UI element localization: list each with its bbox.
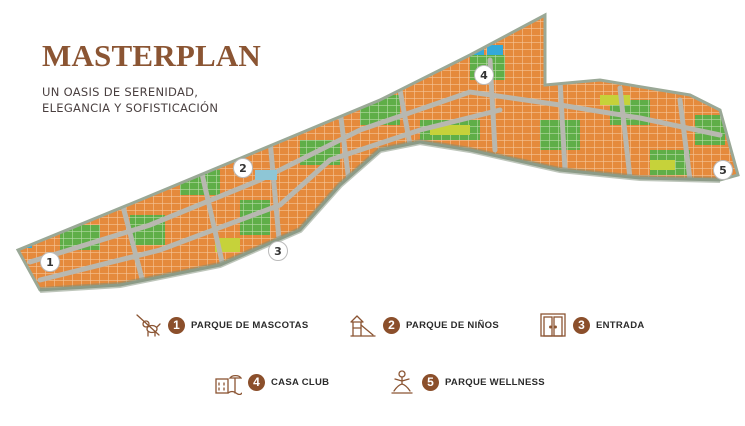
map-marker-2[interactable]: 2 [233, 158, 253, 178]
map-marker-1[interactable]: 1 [40, 252, 60, 272]
legend-badge-1: 1 [168, 316, 185, 334]
subtitle-line-2: ELEGANCIA Y SOFISTICACIÓN [42, 101, 219, 115]
legend-label-pet-park: PARQUE DE MASCOTAS [191, 319, 309, 331]
club-house-icon [215, 375, 242, 395]
legend-item-pet-park: 1 PARQUE DE MASCOTAS [134, 312, 308, 338]
legend-badge-5: 5 [422, 373, 439, 391]
map-marker-4[interactable]: 4 [474, 65, 494, 85]
map-marker-5[interactable]: 5 [713, 160, 733, 180]
entrance-door-icon [540, 313, 566, 337]
masterplan-map [15, 12, 740, 293]
legend-label-entrance: ENTRADA [596, 319, 645, 331]
legend-item-wellness: 5 PARQUE WELLNESS [388, 369, 545, 395]
playground-icon [350, 315, 376, 337]
legend-badge-3: 3 [573, 316, 590, 334]
legend-label-club-house: CASA CLUB [271, 376, 330, 388]
page-subtitle: UN OASIS DE SERENIDAD, ELEGANCIA Y SOFIS… [42, 84, 262, 116]
legend-item-playground: 2 PARQUE DE NIÑOS [349, 312, 499, 338]
legend-badge-4: 4 [248, 373, 265, 391]
legend-item-entrance: 3 ENTRADA [539, 312, 645, 338]
legend-item-club-house: 4 CASA CLUB [214, 369, 329, 395]
legend-badge-2: 2 [383, 316, 400, 334]
legend-label-playground: PARQUE DE NIÑOS [406, 319, 500, 331]
legend-label-wellness: PARQUE WELLNESS [445, 376, 545, 388]
subtitle-line-1: UN OASIS DE SERENIDAD, [42, 85, 199, 99]
pet-park-icon [136, 314, 161, 337]
wellness-icon [391, 370, 413, 394]
page-title: MASTERPLAN [42, 38, 262, 73]
map-marker-3[interactable]: 3 [268, 241, 288, 261]
